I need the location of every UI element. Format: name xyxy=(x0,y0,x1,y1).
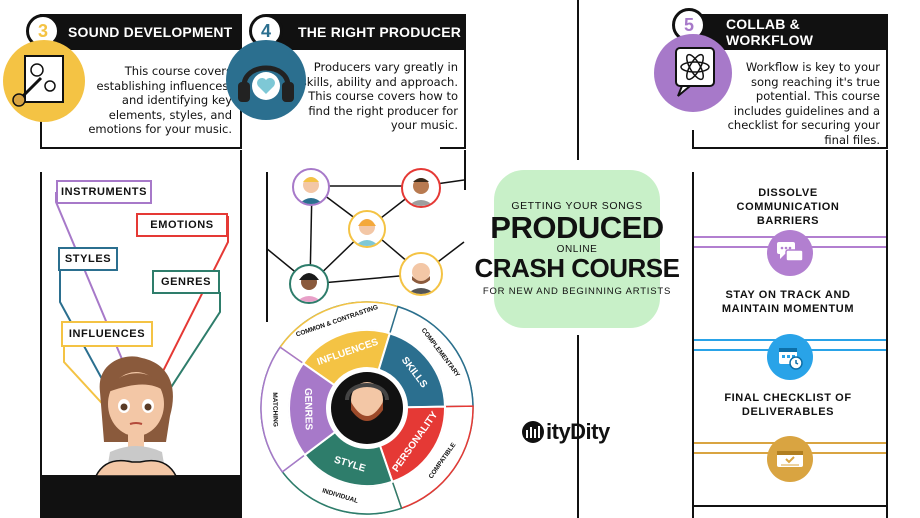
section-4-header: THE RIGHT PRODUCER xyxy=(266,14,466,50)
calendar-clock-icon xyxy=(767,334,813,380)
producer-panel-right xyxy=(464,150,466,190)
section-5-box-bottom xyxy=(692,147,888,149)
producer-avatar-1 xyxy=(292,168,330,206)
chat-bubbles-icon xyxy=(767,230,813,276)
section-3-box-bottom xyxy=(40,147,242,149)
section-4-title: THE RIGHT PRODUCER xyxy=(298,24,462,40)
wheel-outer-label: MATCHING xyxy=(271,392,279,427)
section-5-header: COLLAB & WORKFLOW xyxy=(692,14,888,50)
checklist-icon xyxy=(767,436,813,482)
section-3-title: SOUND DEVELOPMENT xyxy=(68,24,233,40)
atom-chat-icon xyxy=(654,34,732,112)
course-title-card xyxy=(494,170,660,328)
section-5-title: COLLAB & WORKFLOW xyxy=(726,16,814,48)
headphones-heart-icon xyxy=(226,40,306,120)
workflow-panel-left xyxy=(692,172,694,518)
citydity-logo: ityDity xyxy=(522,419,610,444)
section-3-header: SOUND DEVELOPMENT xyxy=(40,14,242,50)
logo-text: ityDity xyxy=(546,419,610,444)
course-audience: FOR NEW AND BEGINNING ARTISTS xyxy=(482,286,672,297)
tag-instruments: INSTRUMENTS xyxy=(56,180,152,204)
tag-emotions: EMOTIONS xyxy=(136,213,228,237)
producer-avatar-4 xyxy=(289,264,329,304)
section-4-box-right xyxy=(464,50,466,148)
section-4-box-bottom xyxy=(440,147,466,149)
workflow-panel-right xyxy=(886,150,888,518)
sound-panel-floor xyxy=(40,475,242,518)
workflow-panel-bottom xyxy=(692,505,888,507)
producer-avatar-3 xyxy=(348,210,386,248)
workflow-title-2: STAY ON TRACK AND MAINTAIN MOMENTUM xyxy=(721,289,855,315)
artist-avatar xyxy=(95,356,177,476)
producer-panel-left xyxy=(266,172,268,322)
producer-center-face xyxy=(331,372,403,444)
section-5-description: Workflow is key to your song reaching it… xyxy=(727,60,880,147)
section-5-box-right xyxy=(886,50,888,148)
tag-influences: INFLUENCES xyxy=(61,321,153,347)
producer-avatar-2 xyxy=(401,168,441,208)
logo-mark-icon xyxy=(522,421,544,443)
section-3-description: This course covers establishing influenc… xyxy=(88,64,232,137)
producer-avatar-5 xyxy=(399,252,443,296)
section-5-box-left xyxy=(692,130,694,148)
workflow-title-3: FINAL CHECKLIST OF DELIVERABLES xyxy=(724,392,852,418)
sound-panel-right xyxy=(240,150,242,518)
sound-panel-left xyxy=(40,172,42,518)
course-title-crash: CRASH COURSE xyxy=(474,253,680,283)
course-title-produced: PRODUCED xyxy=(490,210,664,245)
tag-genres: GENRES xyxy=(152,270,220,294)
wheel-inner-label: GENRES xyxy=(302,388,314,431)
guitar-notes-icon xyxy=(3,40,85,122)
wheel-inner-segment xyxy=(288,361,337,457)
course-online-label: ONLINE xyxy=(556,244,598,255)
workflow-title-1: DISSOLVE COMMUNICATION BARRIERS xyxy=(736,187,840,227)
center-divider-bottom xyxy=(577,335,579,518)
section-4-description: Producers vary greatly in skills, abilit… xyxy=(300,60,458,133)
course-subtitle-top: GETTING YOUR SONGS xyxy=(511,200,643,212)
tag-styles: STYLES xyxy=(58,247,118,271)
center-divider-top xyxy=(577,0,579,160)
